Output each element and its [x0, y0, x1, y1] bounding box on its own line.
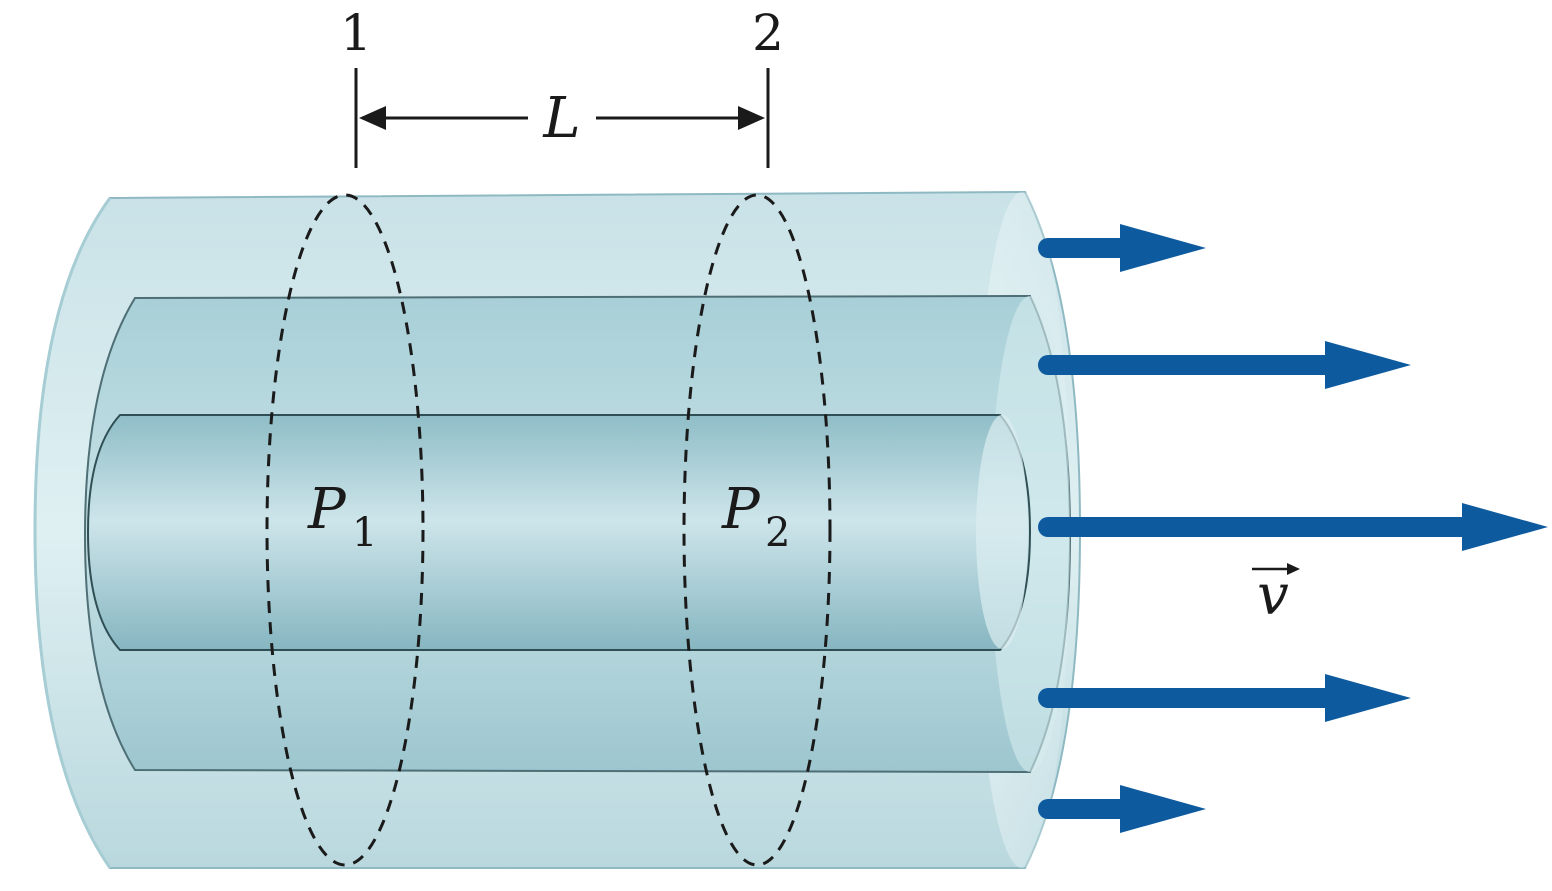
velocity-arrow-middle-top	[1038, 341, 1411, 389]
length-arrowhead-left	[359, 106, 386, 130]
velocity-arrows	[1038, 224, 1548, 833]
length-label: L	[542, 86, 580, 151]
length-dimension	[359, 106, 765, 130]
inner-tube-end-face	[976, 415, 1028, 649]
inner-tube-body	[86, 414, 1032, 651]
pressure-1-symbol: P	[307, 477, 347, 542]
velocity-arrow-outer-top	[1038, 224, 1206, 272]
velocity-label: v	[1252, 563, 1300, 628]
velocity-arrow-center	[1038, 503, 1548, 551]
cross-section-1	[265, 193, 425, 867]
pressure-2-label: P 2	[721, 477, 790, 556]
inner-tube	[86, 414, 1032, 651]
velocity-arrow-middle-bottom	[1038, 674, 1411, 722]
pressure-2-subscript: 2	[765, 510, 790, 556]
section-2-label: 2	[752, 4, 784, 62]
section-1-label: 1	[340, 4, 372, 62]
velocity-symbol: v	[1257, 563, 1289, 628]
outer-tube-left-rim	[33, 197, 112, 869]
length-arrowhead-right	[738, 106, 765, 130]
pressure-2-symbol: P	[721, 477, 761, 542]
pressure-1-label: P 1	[307, 477, 377, 556]
velocity-arrow-outer-bottom	[1038, 785, 1206, 833]
pressure-1-subscript: 1	[352, 510, 377, 556]
cross-section-2	[682, 193, 832, 867]
velocity-vector-arrowhead	[1287, 563, 1300, 575]
